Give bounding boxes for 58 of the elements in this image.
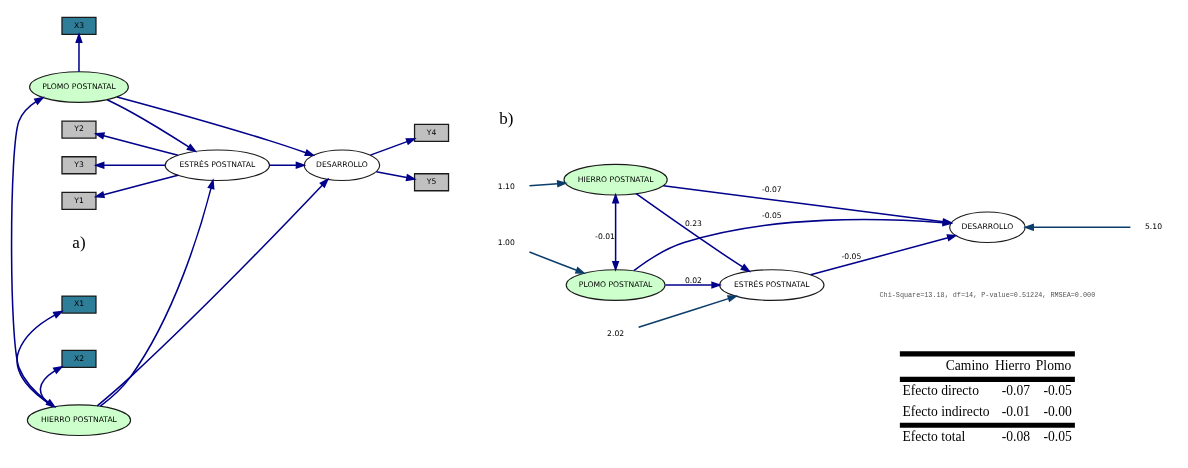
arrow [637,294,739,328]
node-ellipse: HIERRO POSTNATAL [563,163,668,196]
label: a) [72,232,86,252]
arrow [116,95,316,156]
node-text: 1.10 [497,181,515,191]
arrow [99,177,215,407]
arrow [528,250,587,274]
label: -0.05 [1043,428,1072,444]
node-box: X2 [61,349,97,368]
edge-label: -0.07 [761,184,782,194]
edge-label: 0.23 [684,218,702,228]
arrow [369,137,417,156]
arrow [93,131,179,156]
label: Efecto directo [902,382,979,398]
node-ellipse: ESTRÉS POSTNATAL [164,148,271,181]
label: Hierro [995,357,1031,373]
node-box: X1 [61,294,97,314]
node-box: Y1 [61,191,97,210]
label: -0.00 [1043,403,1072,419]
arrow [809,233,958,276]
arrow [664,280,723,289]
node-box: Y4 [413,123,450,142]
edge-label: -0.05 [841,251,862,261]
arrow [75,31,83,73]
edge-label: 0.02 [684,275,702,285]
arrow [528,179,568,188]
arrow [93,174,179,198]
arrow [16,309,64,407]
label: Efecto total [902,428,966,444]
label: -0.07 [1001,382,1031,398]
node-box: X3 [61,16,97,35]
node-box: Y2 [61,119,97,139]
label: -0.01 [1001,403,1031,419]
arrow [635,192,752,272]
arrow [10,96,57,408]
label: b) [499,108,514,128]
label: Plomo [1035,357,1072,373]
label: Efecto indirecto [902,403,990,419]
edge-label: -0.05 [761,210,782,220]
node-text: 5.10 [1145,221,1162,231]
arrow [1023,223,1132,231]
label: -0.08 [1001,428,1031,444]
node-text: 2.02 [607,328,625,338]
label: -0.05 [1043,382,1072,398]
arrow [611,192,620,272]
arrow [96,177,330,407]
arrow [106,98,198,152]
edge-label: -0.01 [595,231,615,241]
arrow [268,161,307,169]
node-box: Y5 [413,172,450,191]
label: Camino [945,357,989,373]
node-text: 1.00 [497,237,515,247]
arrow [93,161,167,169]
node-box: Y3 [61,155,97,174]
arrow [39,365,64,408]
node-ellipse: HIERRO POSTNATAL [26,403,132,436]
arrow [375,170,417,181]
node-ellipse: DESARROLLO [949,210,1026,243]
